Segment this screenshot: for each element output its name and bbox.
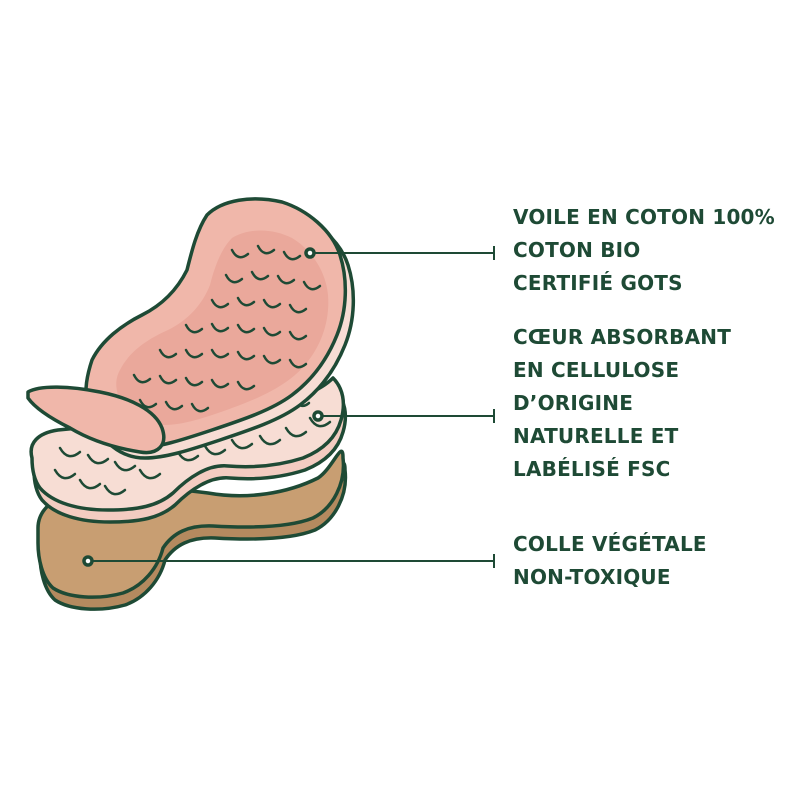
label-line: VOILE EN COTON 100% bbox=[513, 205, 775, 229]
label-line: COTON BIO bbox=[513, 238, 641, 262]
label-cotton-veil: VOILE EN COTON 100% COTON BIO CERTIFIÉ G… bbox=[513, 201, 775, 300]
bottom-layer-pointer-dot bbox=[82, 555, 94, 567]
top-layer-pointer-dot bbox=[304, 247, 316, 259]
middle-layer-pattern bbox=[53, 398, 332, 496]
label-line: COLLE VÉGÉTALE bbox=[513, 532, 707, 556]
middle-layer-pointer-dot bbox=[312, 410, 324, 422]
label-line: NON-TOXIQUE bbox=[513, 565, 671, 589]
label-line: CERTIFIÉ GOTS bbox=[513, 271, 683, 295]
folded-wing bbox=[26, 385, 166, 455]
label-line: NATURELLE ET bbox=[513, 424, 679, 448]
label-absorbent-core: CŒUR ABSORBANT EN CELLULOSE D’ORIGINE NA… bbox=[513, 321, 731, 486]
label-line: CŒUR ABSORBANT bbox=[513, 325, 732, 349]
label-plant-glue: COLLE VÉGÉTALE NON-TOXIQUE bbox=[513, 528, 707, 594]
top-layer-pattern bbox=[132, 244, 322, 413]
label-line: EN CELLULOSE bbox=[513, 358, 680, 382]
label-line: LABÉLISÉ FSC bbox=[513, 457, 671, 481]
label-line: D’ORIGINE bbox=[513, 391, 634, 415]
top-layer-inner bbox=[116, 230, 329, 425]
